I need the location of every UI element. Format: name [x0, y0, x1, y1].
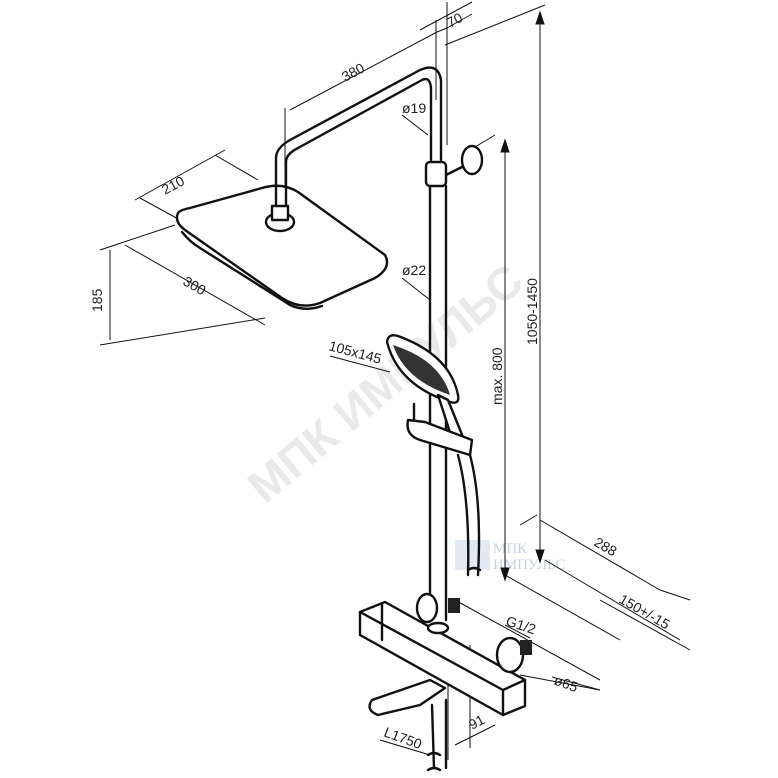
- dimension-lines: [99, 1, 691, 760]
- shower-arm: [274, 66, 443, 207]
- label-depth: 288: [592, 534, 620, 560]
- hand-shower: [385, 334, 481, 577]
- label-arm-length: 380: [339, 59, 367, 84]
- svg-text:МПК: МПК: [493, 541, 528, 557]
- label-head-height: 185: [89, 288, 105, 312]
- label-escutcheon-diameter: ø65: [552, 672, 580, 695]
- label-holder-max-height: max. 800: [489, 347, 505, 405]
- label-arm-offset: 70: [444, 9, 465, 31]
- label-head-width: 300: [181, 273, 209, 299]
- label-head-depth: 210: [159, 172, 187, 197]
- label-total-height: 1050-1450: [524, 278, 540, 345]
- wall-bracket: [444, 144, 484, 177]
- label-mixer-offset: 91: [466, 711, 487, 733]
- rain-shower-head: [175, 184, 389, 310]
- label-hose-length: L1750: [382, 724, 424, 752]
- label-upper-pipe-diameter: ø19: [402, 100, 426, 116]
- label-lower-pipe-diameter: ø22: [402, 262, 426, 278]
- thermostat-mixer: [358, 566, 532, 772]
- label-inlet-spacing: 150+/-15: [617, 591, 673, 633]
